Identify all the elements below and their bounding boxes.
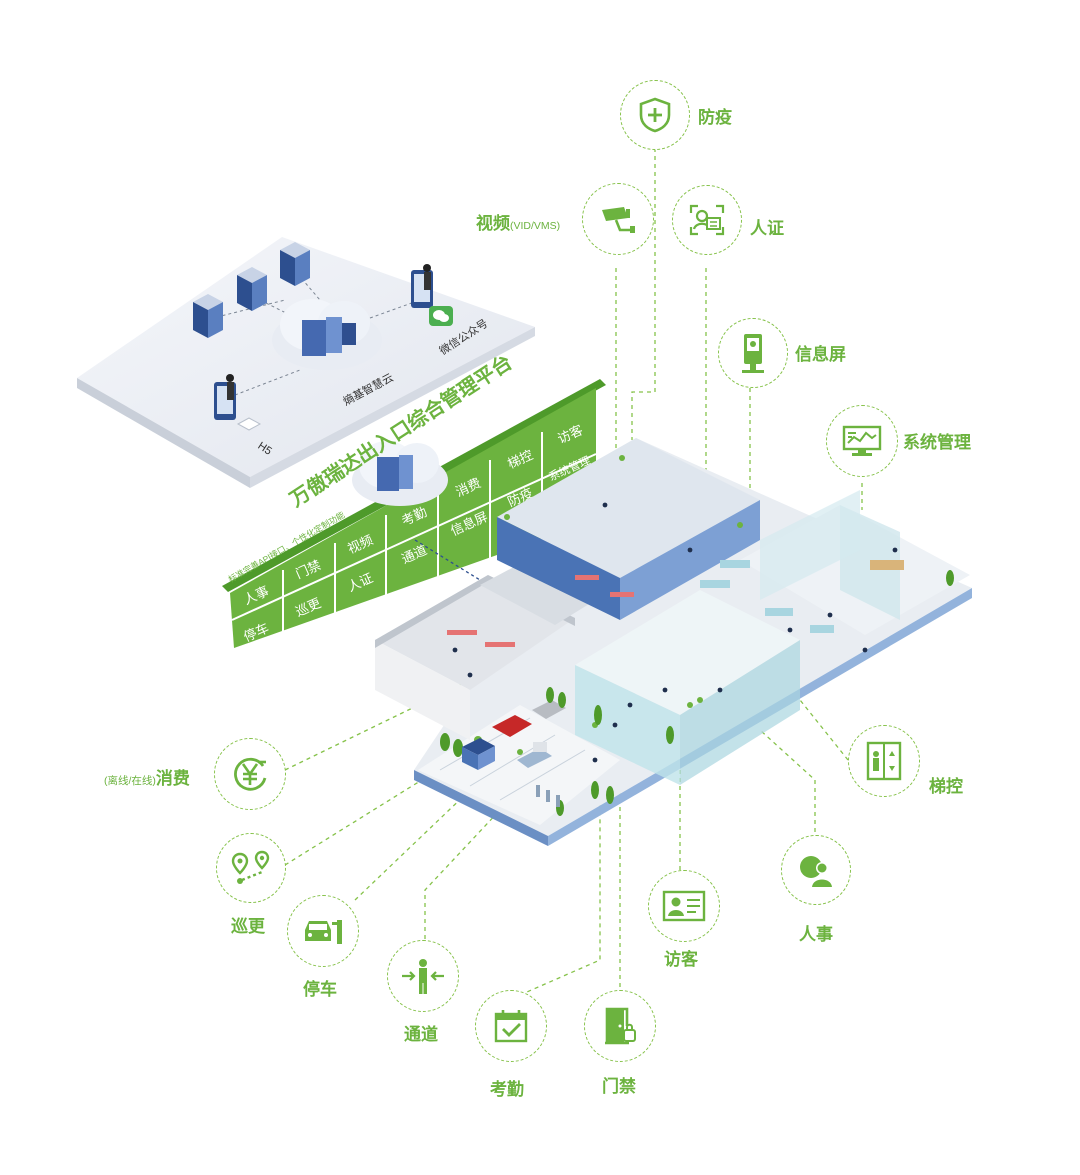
cloud-server-icon bbox=[272, 299, 382, 370]
h5-badge-icon bbox=[236, 417, 262, 431]
shield-plus-icon bbox=[639, 97, 671, 133]
route-pins-icon bbox=[231, 850, 270, 884]
calendar-check-icon bbox=[494, 1010, 528, 1043]
door-lock-icon bbox=[605, 1007, 636, 1045]
visitor-card-icon bbox=[662, 890, 706, 922]
feature-label-main: 视频 bbox=[476, 214, 510, 233]
platform-cloud-icon bbox=[352, 441, 448, 506]
feature-label: 门禁 bbox=[602, 1077, 636, 1096]
feature-label: 访客 bbox=[664, 950, 698, 969]
feature-label: 信息屏 bbox=[795, 345, 846, 364]
server-rack-icon bbox=[237, 267, 267, 311]
server-rack-icon bbox=[193, 294, 223, 338]
id-card-icon bbox=[689, 204, 725, 236]
feature-label-note: (VID/VMS) bbox=[510, 220, 561, 232]
feature-label: 系统管理 bbox=[903, 433, 971, 452]
turnstile-person-icon bbox=[402, 959, 444, 994]
feature-label: 人事 bbox=[799, 925, 833, 944]
feature-label: 人证 bbox=[750, 219, 784, 238]
feature-label: 通道 bbox=[404, 1025, 438, 1044]
feature-label-note: (离线/在线) bbox=[104, 775, 156, 787]
wechat-phone-icon bbox=[411, 264, 433, 308]
yen-icon bbox=[234, 757, 267, 791]
feature-label-main: 消费 bbox=[155, 769, 190, 788]
h5-phone-icon bbox=[214, 374, 236, 420]
people-icon bbox=[800, 856, 832, 887]
elevator-icon bbox=[866, 741, 902, 781]
monitor-chart-icon bbox=[842, 425, 882, 456]
feature-label: 防疫 bbox=[698, 108, 732, 127]
camera-icon bbox=[602, 207, 635, 233]
car-barrier-icon bbox=[305, 920, 342, 944]
wechat-logo-icon bbox=[429, 306, 453, 326]
kiosk-screen-icon bbox=[742, 334, 764, 373]
feature-label: 梯控 bbox=[929, 777, 963, 796]
feature-label: 考勤 bbox=[490, 1080, 524, 1099]
feature-label: 巡更 bbox=[231, 917, 265, 936]
server-rack-icon bbox=[280, 242, 310, 286]
feature-label: 停车 bbox=[303, 980, 337, 999]
feature-label: (离线/在线)消费 bbox=[104, 764, 190, 789]
feature-label: 视频(VID/VMS) bbox=[476, 209, 560, 234]
